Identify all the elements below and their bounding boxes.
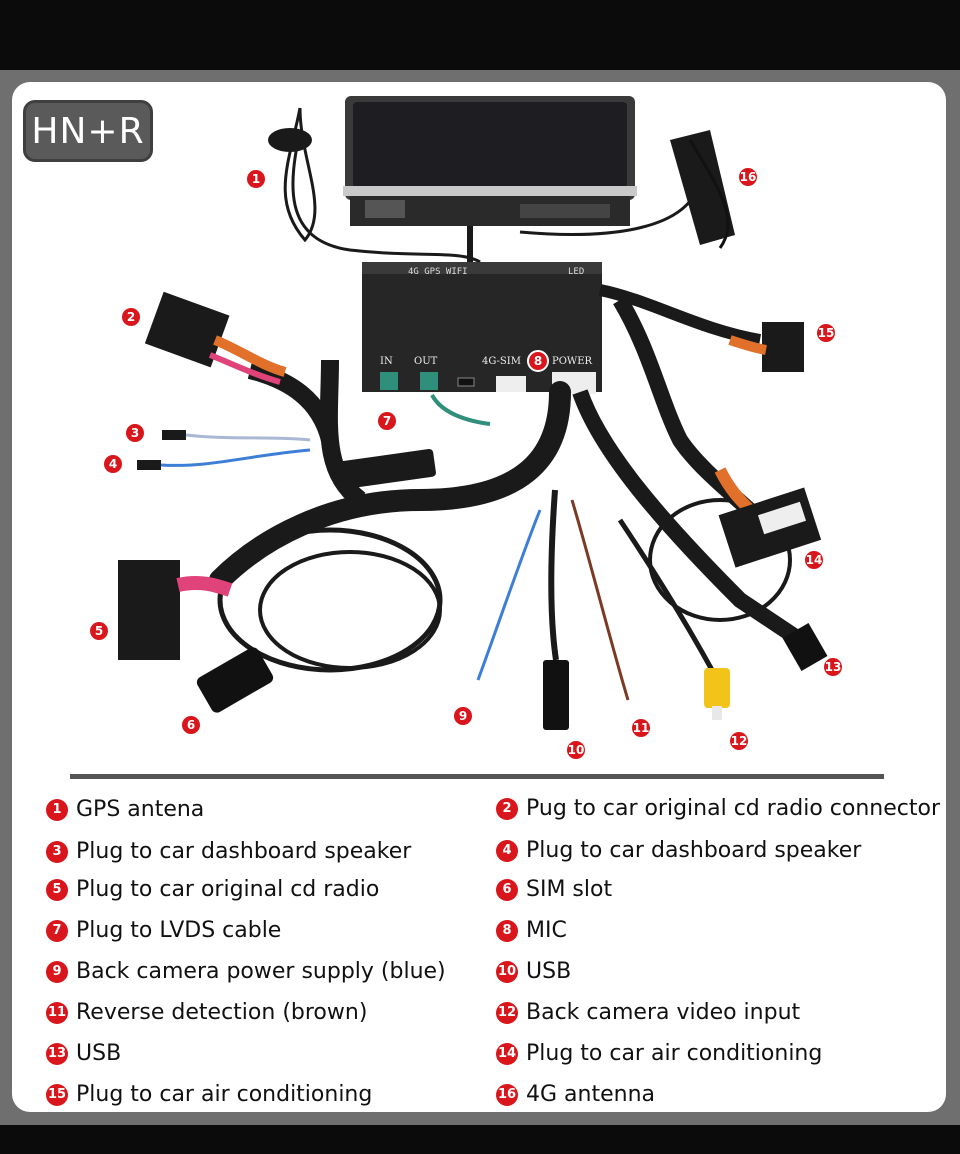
connector-ac-14 xyxy=(714,467,822,568)
legend-item-11: 11 Reverse detection (brown) xyxy=(46,1000,367,1025)
legend-item-16: 16 4G antenna xyxy=(496,1082,655,1107)
callout-16: 16 xyxy=(737,166,759,188)
legend-number: 12 xyxy=(496,1001,518,1024)
rca-connector-12 xyxy=(704,668,730,708)
connector-radio-5 xyxy=(118,560,233,660)
box-in-label: IN xyxy=(380,356,393,367)
4g-antenna xyxy=(670,130,735,249)
legend-number: 5 xyxy=(46,878,68,901)
legend-text: Plug to car air conditioning xyxy=(526,1041,823,1066)
legend-number: 9 xyxy=(46,960,68,983)
interface-box: 4G GPS WIFI LED IN OUT 4G-SIM POWER xyxy=(362,262,602,394)
legend-item-10: 10 USB xyxy=(496,959,571,984)
legend-number: 3 xyxy=(46,840,68,863)
legend-item-2: 2 Pug to car original cd radio connector xyxy=(496,796,940,821)
legend-number: 11 xyxy=(46,1001,68,1024)
usb-connector-10 xyxy=(543,660,569,730)
legend-text: USB xyxy=(526,959,572,984)
callout-3: 3 xyxy=(124,422,146,444)
callout-5: 5 xyxy=(88,620,110,642)
box-led-label: LED xyxy=(568,267,584,277)
bottom-black-bar xyxy=(0,1125,960,1154)
head-unit-screen xyxy=(343,96,637,226)
callout-10: 10 xyxy=(565,739,587,761)
speaker-plugs-3-4 xyxy=(137,430,311,470)
top-black-bar xyxy=(0,0,960,70)
legend-text: Plug to car dashboard speaker xyxy=(526,838,862,863)
legend-number: 2 xyxy=(496,797,518,820)
legend-number: 8 xyxy=(496,919,518,942)
callout-7: 7 xyxy=(376,410,398,432)
callout-9: 9 xyxy=(452,705,474,727)
legend-text: Plug to car dashboard speaker xyxy=(76,839,412,864)
legend-item-8: 8 MIC xyxy=(496,918,567,943)
callout-12: 12 xyxy=(728,730,750,752)
gps-antenna xyxy=(268,107,317,243)
legend-text: Plug to car air conditioning xyxy=(76,1082,373,1107)
legend-item-1: 1 GPS antena xyxy=(46,797,204,822)
legend-text: Pug to car original cd radio connector xyxy=(526,796,941,821)
usb-connector-13 xyxy=(782,623,828,671)
model-badge: HN+R xyxy=(23,100,153,162)
callout-6: 6 xyxy=(180,714,202,736)
legend-text: GPS antena xyxy=(76,797,205,822)
legend-number: 1 xyxy=(46,798,68,821)
callout-13: 13 xyxy=(822,656,844,678)
callout-11: 11 xyxy=(630,717,652,739)
legend-number: 14 xyxy=(496,1042,518,1065)
legend-divider xyxy=(70,774,884,779)
callout-2: 2 xyxy=(120,306,142,328)
legend-text: Reverse detection (brown) xyxy=(76,1000,368,1025)
legend-item-4: 4 Plug to car dashboard speaker xyxy=(496,838,861,863)
model-badge-text: HN+R xyxy=(31,110,145,152)
legend-item-9: 9 Back camera power supply (blue) xyxy=(46,959,446,984)
legend-number: 16 xyxy=(496,1083,518,1106)
legend-number: 4 xyxy=(496,839,518,862)
box-power-label: POWER xyxy=(552,356,593,367)
legend-number: 13 xyxy=(46,1042,68,1065)
legend-text: Back camera video input xyxy=(526,1000,801,1025)
callout-14: 14 xyxy=(803,549,825,571)
legend-text: Plug to car original cd radio xyxy=(76,877,380,902)
box-top-label: 4G GPS WIFI xyxy=(408,267,468,277)
legend-text: 4G antenna xyxy=(526,1082,655,1107)
callout-4: 4 xyxy=(102,453,124,475)
legend-text: SIM slot xyxy=(526,877,613,902)
legend-text: Back camera power supply (blue) xyxy=(76,959,446,984)
sim-slot-6 xyxy=(196,647,274,713)
legend-item-13: 13 USB xyxy=(46,1041,121,1066)
legend-item-14: 14 Plug to car air conditioning xyxy=(496,1041,822,1066)
legend-text: Plug to LVDS cable xyxy=(76,918,282,943)
legend-number: 7 xyxy=(46,919,68,942)
connector-radio-2 xyxy=(144,291,287,385)
callout-1: 1 xyxy=(245,168,267,190)
connector-ac-15 xyxy=(728,322,804,372)
legend-number: 6 xyxy=(496,878,518,901)
legend-number: 10 xyxy=(496,960,518,983)
wiring-diagram: 4G GPS WIFI LED IN OUT 4G-SIM POWER xyxy=(118,96,828,730)
callout-8: 8 xyxy=(527,350,549,372)
box-sim-label: 4G-SIM xyxy=(482,356,521,367)
legend-item-6: 6 SIM slot xyxy=(496,877,612,902)
legend-item-7: 7 Plug to LVDS cable xyxy=(46,918,281,943)
legend-number: 15 xyxy=(46,1083,68,1106)
legend-item-3: 3 Plug to car dashboard speaker xyxy=(46,839,411,864)
legend-text: MIC xyxy=(526,918,567,943)
legend-item-12: 12 Back camera video input xyxy=(496,1000,800,1025)
box-out-label: OUT xyxy=(414,356,438,367)
legend-item-15: 15 Plug to car air conditioning xyxy=(46,1082,372,1107)
legend-text: USB xyxy=(76,1041,122,1066)
callout-15: 15 xyxy=(815,322,837,344)
legend-item-5: 5 Plug to car original cd radio xyxy=(46,877,379,902)
